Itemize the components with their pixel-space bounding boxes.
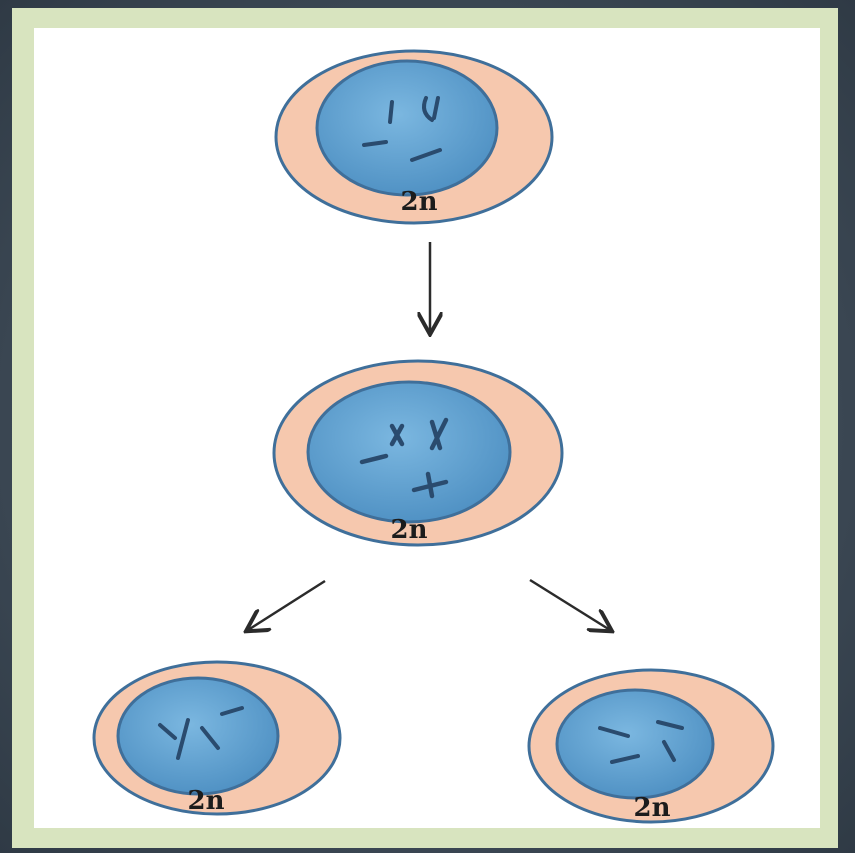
daughter-cell-right: 2n [527, 668, 775, 824]
nucleus [555, 688, 715, 800]
ploidy-label: 2n [401, 187, 438, 217]
arrow-right [529, 578, 610, 630]
arrow-left [248, 579, 326, 630]
nucleus [116, 676, 280, 796]
ploidy-label: 2n [634, 793, 671, 823]
nucleus [315, 59, 499, 197]
daughter-cell-left: 2n [92, 660, 342, 816]
chromosomes [359, 417, 449, 499]
nucleus [306, 380, 512, 524]
ploidy-label: 2n [188, 786, 225, 816]
chromosomes [362, 96, 442, 162]
replicated-cell: 2n [272, 359, 564, 547]
parent-cell: 2n [274, 49, 554, 225]
chromosomes [158, 706, 244, 760]
ploidy-label: 2n [391, 515, 428, 545]
chromosomes [598, 720, 684, 764]
